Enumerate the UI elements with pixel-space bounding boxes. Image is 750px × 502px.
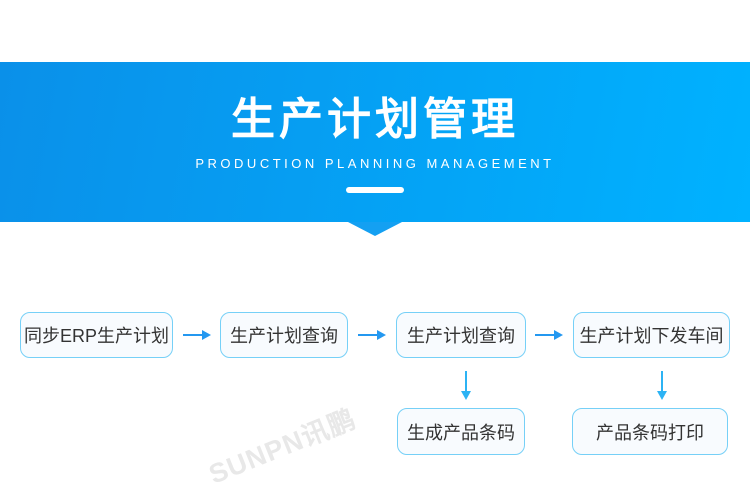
flow-node-sync-erp-plan: 同步ERP生产计划 <box>20 312 173 358</box>
banner-arrow-down-pointer <box>348 222 402 236</box>
flow-node-label: 同步ERP生产计划 <box>23 326 169 346</box>
flow-node-label: 生产计划查询 <box>407 326 515 346</box>
arrow-shaft <box>183 334 203 336</box>
arrow-head <box>657 391 667 400</box>
title-underline <box>346 187 404 193</box>
flow-node-plan-dispatch: 生产计划下发车间 <box>573 312 730 358</box>
arrow-shaft <box>358 334 378 336</box>
flow-node-print-barcode: 产品条码打印 <box>572 408 728 455</box>
arrow-right-icon <box>535 330 563 340</box>
flow-node-label: 产品条码打印 <box>596 422 704 443</box>
arrow-head <box>461 391 471 400</box>
page-subtitle: PRODUCTION PLANNING MANAGEMENT <box>195 156 555 171</box>
arrow-right-icon <box>358 330 386 340</box>
flow-node-label: 生产计划查询 <box>230 326 338 346</box>
arrow-right-icon <box>183 330 211 340</box>
banner: 生产计划管理 PRODUCTION PLANNING MANAGEMENT <box>0 62 750 222</box>
flow-node-label: 生成产品条码 <box>407 422 515 443</box>
arrow-head <box>377 330 386 340</box>
page-title: 生产计划管理 <box>231 95 519 144</box>
arrow-down-icon <box>461 371 471 400</box>
flow-node-generate-barcode: 生成产品条码 <box>397 408 525 455</box>
arrow-head <box>554 330 563 340</box>
arrow-shaft <box>535 334 555 336</box>
flow-node-plan-query-1: 生产计划查询 <box>220 312 348 358</box>
arrow-down-icon <box>657 371 667 400</box>
arrow-shaft <box>661 371 663 392</box>
watermark: SUNPN讯鹏 <box>204 403 361 490</box>
arrow-shaft <box>465 371 467 392</box>
arrow-head <box>202 330 211 340</box>
flow-node-plan-query-2: 生产计划查询 <box>396 312 526 358</box>
flow-node-label: 生产计划下发车间 <box>579 326 724 346</box>
